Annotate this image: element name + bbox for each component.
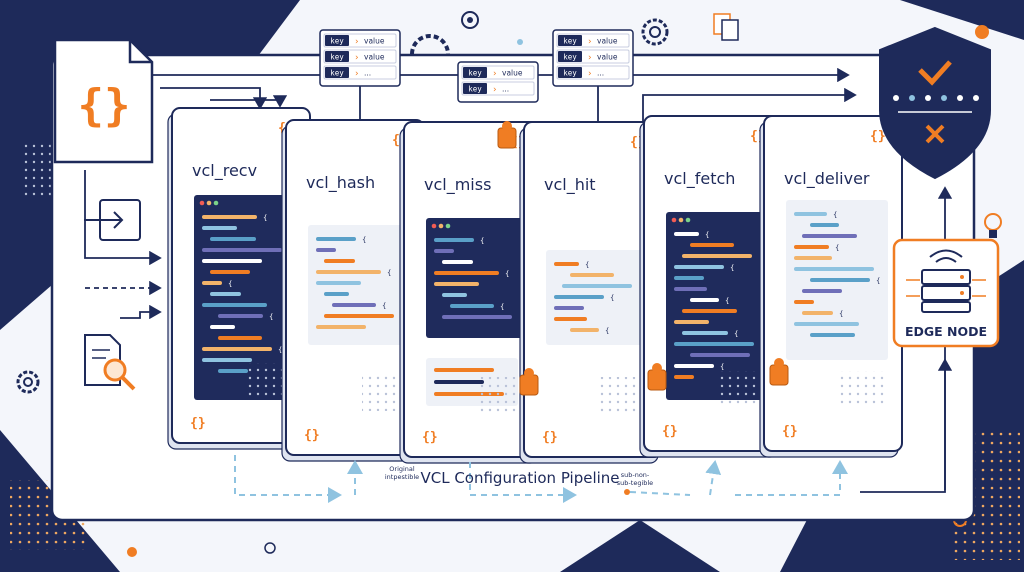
kv-value: ...: [502, 85, 509, 94]
svg-text:{: {: [505, 270, 509, 278]
kv-arrow: ›: [588, 53, 592, 63]
svg-text:{: {: [734, 330, 738, 338]
gear-icon: [641, 18, 669, 46]
kv-key: key: [330, 69, 344, 78]
panel-title: vcl_hash: [306, 173, 375, 193]
vcl-panels: vcl_recv {} {} { { { { { vcl_hash {} {} { { { vcl_miss…: [167, 107, 903, 464]
kv-box: key › value key › value key ›...: [319, 29, 401, 87]
svg-text:{: {: [387, 269, 391, 277]
kv-value: value: [597, 37, 618, 46]
kv-value: ...: [364, 69, 371, 78]
kv-arrow: ›: [493, 85, 497, 95]
svg-text:{: {: [876, 277, 880, 285]
brace-icon: {}: [662, 424, 678, 439]
kv-key: key: [563, 53, 577, 62]
panel-title: vcl_hit: [544, 175, 596, 195]
svg-text:{: {: [610, 294, 614, 302]
svg-text:{: {: [725, 297, 729, 305]
svg-text:{: {: [480, 237, 484, 245]
caption-right-note: sub-tegible: [617, 479, 653, 487]
kv-key: key: [330, 37, 344, 46]
puzzle-connector-icon: [497, 121, 517, 149]
vcl-panel-recv: vcl_recv{}{}{{{{{: [167, 107, 323, 450]
kv-box: key › value key ›...: [457, 61, 539, 103]
puzzle-connector-icon: [769, 358, 789, 386]
panel-title: vcl_fetch: [664, 169, 735, 189]
kv-arrow: ›: [355, 53, 359, 63]
svg-text:{: {: [705, 231, 709, 239]
caption-left-note: Original: [389, 465, 415, 473]
caption-right-note: sub-non-: [621, 471, 650, 479]
kv-key: key: [563, 69, 577, 78]
kv-value: value: [364, 37, 385, 46]
json-file-icon: {}: [53, 38, 154, 164]
pipeline-caption: Original intpestible VCL Configuration P…: [385, 465, 653, 487]
svg-text:{: {: [720, 363, 724, 371]
brace-icon: {}: [304, 428, 320, 443]
brace-icon: {}: [542, 430, 558, 445]
shield-check-icon: [879, 26, 991, 180]
kv-key: key: [468, 85, 482, 94]
svg-text:{: {: [228, 280, 232, 288]
kv-box: key › value key › value key ›...: [552, 29, 634, 87]
panel-title: vcl_miss: [424, 175, 491, 195]
kv-value: value: [597, 53, 618, 62]
panel-title: vcl_deliver: [784, 169, 870, 189]
svg-text:{: {: [278, 346, 282, 354]
svg-text:{: {: [839, 310, 843, 318]
caption-left-note: intpestible: [385, 473, 419, 481]
pipeline-title: VCL Configuration Pipeline: [420, 469, 619, 487]
brace-icon: {}: [422, 430, 438, 445]
gear-icon: [16, 370, 40, 394]
svg-text:{: {: [585, 261, 589, 269]
brace-icon: {}: [870, 129, 886, 144]
bottom-flow: [234, 455, 848, 503]
edge-node: EDGE NODE: [892, 238, 1000, 348]
brace-icon: {}: [782, 424, 798, 439]
svg-text:{}: {}: [78, 80, 131, 131]
server-icon: [906, 249, 986, 313]
kv-arrow: ›: [355, 69, 359, 79]
document-icon: [713, 13, 739, 41]
svg-text:{: {: [263, 214, 267, 222]
kv-key: key: [563, 37, 577, 46]
svg-text:{: {: [382, 302, 386, 310]
kv-value: value: [502, 69, 523, 78]
gear-icon: [410, 34, 450, 55]
vcl-panel-hash: vcl_hash {} {} { { {: [281, 119, 437, 462]
lightbulb-icon: [984, 213, 1002, 238]
svg-text:{: {: [833, 211, 837, 219]
kv-arrow: ›: [588, 69, 592, 79]
kv-arrow: ›: [355, 37, 359, 47]
kv-key: key: [468, 69, 482, 78]
vcl-panel-hit: vcl_hit {} {} { { {: [519, 121, 675, 464]
gear-icon: [461, 11, 479, 29]
puzzle-connector-icon: [647, 363, 667, 391]
vcl-panel-deliver: vcl_deliver {} {} { { { {: [759, 115, 903, 458]
svg-text:{: {: [605, 327, 609, 335]
kv-value: ...: [597, 69, 604, 78]
login-icon: [84, 199, 141, 241]
vcl-panel-fetch: vcl_fetch {} {} { { { { {: [639, 115, 795, 458]
kv-value: value: [364, 53, 385, 62]
svg-text:{: {: [500, 303, 504, 311]
svg-text:{: {: [730, 264, 734, 272]
document-search-icon: [84, 334, 136, 391]
svg-text:{: {: [362, 236, 366, 244]
svg-text:{: {: [835, 244, 839, 252]
edge-node-label: EDGE NODE: [905, 324, 987, 339]
kv-arrow: ›: [493, 69, 497, 79]
kv-arrow: ›: [588, 37, 592, 47]
kv-key: key: [330, 53, 344, 62]
svg-text:{: {: [269, 313, 273, 321]
puzzle-connector-icon: [519, 368, 539, 396]
brace-icon: {}: [190, 416, 206, 431]
panel-title: vcl_recv: [192, 161, 257, 181]
